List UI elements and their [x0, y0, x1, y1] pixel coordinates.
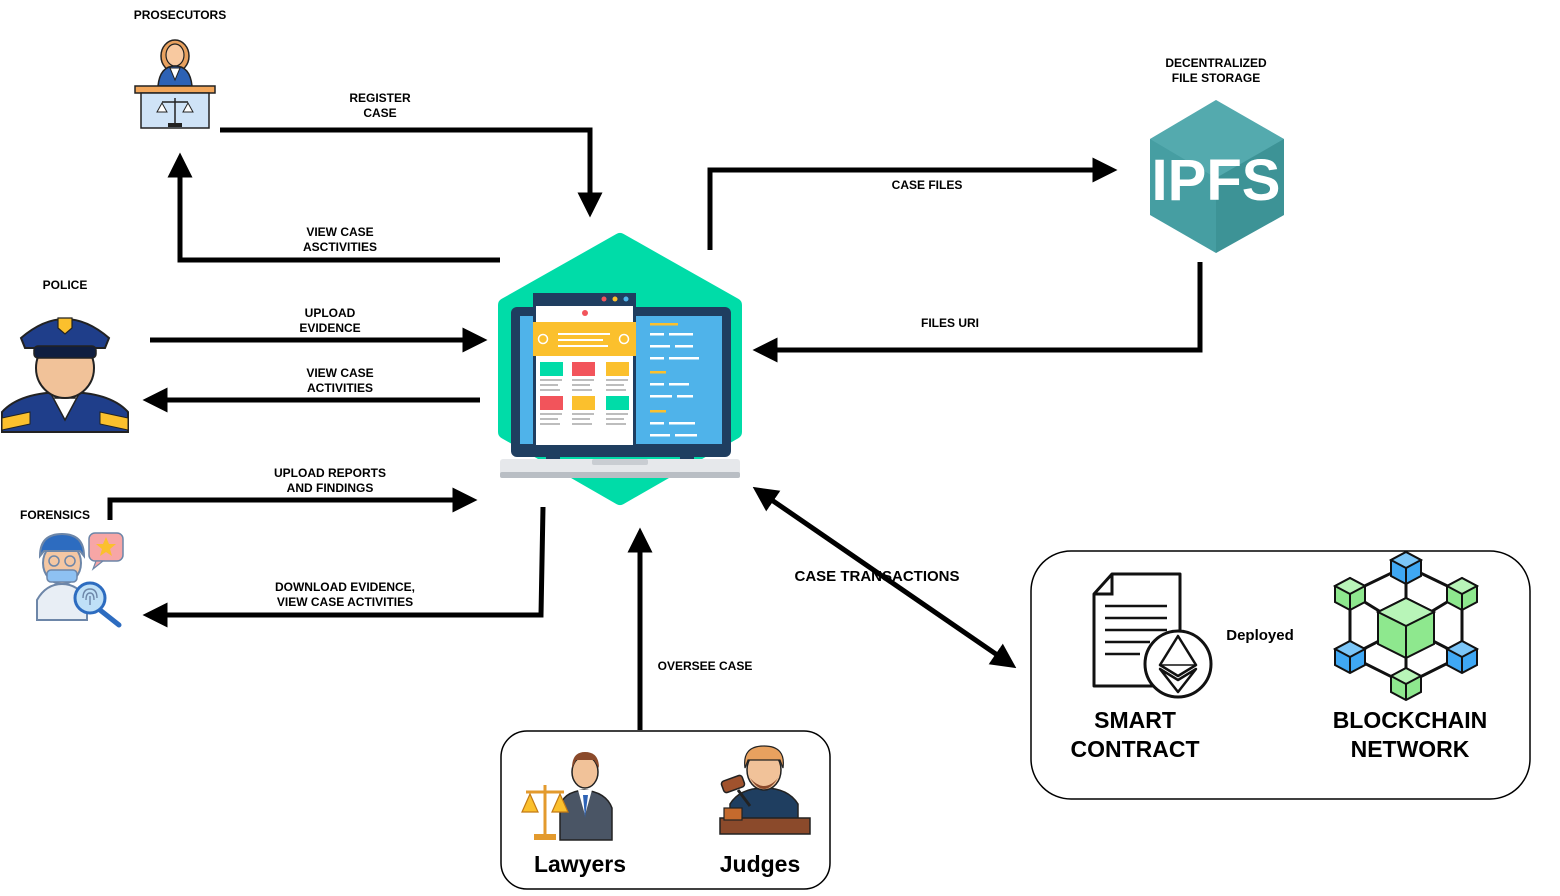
- files-uri-label: FILES URI: [920, 316, 979, 330]
- arrow-register-case: [220, 127, 603, 218]
- prosecutor-icon: [134, 39, 216, 129]
- download-evidence-label: DOWNLOAD EVIDENCE, VIEW CASE ACTIVITIES: [274, 580, 415, 609]
- view-case-activities-police-label: VIEW CASE ACTIVITIES: [306, 366, 374, 395]
- arrow-case-files: [707, 157, 1118, 250]
- upload-reports-label: UPLOAD REPORTS AND FINDINGS: [273, 466, 386, 495]
- arrow-view-case-activities-prosecutors: [167, 152, 500, 263]
- judges-label: Judges: [719, 851, 801, 877]
- lawyer-icon: [521, 752, 613, 841]
- case-transactions-label: CASE TRANSACTIONS: [794, 568, 960, 585]
- blockchain-network-label: BLOCKCHAIN NETWORK: [1332, 707, 1488, 762]
- forensics-label: FORENSICS: [19, 508, 90, 522]
- register-case-label: REGISTER CASE: [349, 91, 411, 120]
- police-label: POLICE: [42, 278, 88, 292]
- case-management-app-icon: [498, 233, 742, 505]
- ipfs-logo-text: IPFS: [1152, 148, 1281, 213]
- ipfs-logo-icon: IPFS: [1150, 100, 1284, 253]
- arrow-download-evidence: [142, 506, 546, 628]
- blockchain-network-icon: [1332, 550, 1480, 702]
- upload-evidence-label: UPLOAD EVIDENCE: [299, 306, 361, 335]
- arrow-files-uri: [752, 262, 1203, 363]
- smart-contract-label: SMART CONTRACT: [1070, 707, 1200, 762]
- forensics-expert-icon: [36, 532, 124, 628]
- deployed-label: Deployed: [1226, 627, 1294, 644]
- prosecutors-label: PROSECUTORS: [133, 8, 227, 22]
- case-files-label: CASE FILES: [891, 178, 963, 192]
- storage-title: DECENTRALIZED FILE STORAGE: [1165, 56, 1267, 85]
- lawyers-label: Lawyers: [533, 851, 627, 877]
- view-case-activities-prosecutors-label: VIEW CASE ASCTIVITIES: [302, 225, 377, 254]
- arrow-case-transactions: [752, 486, 1017, 669]
- oversee-case-label: OVERSEE CASE: [657, 659, 753, 673]
- police-officer-icon: [1, 317, 129, 433]
- judge-icon: [719, 745, 811, 835]
- smart-contract-icon: [1092, 572, 1213, 699]
- arrow-upload-reports: [107, 487, 478, 520]
